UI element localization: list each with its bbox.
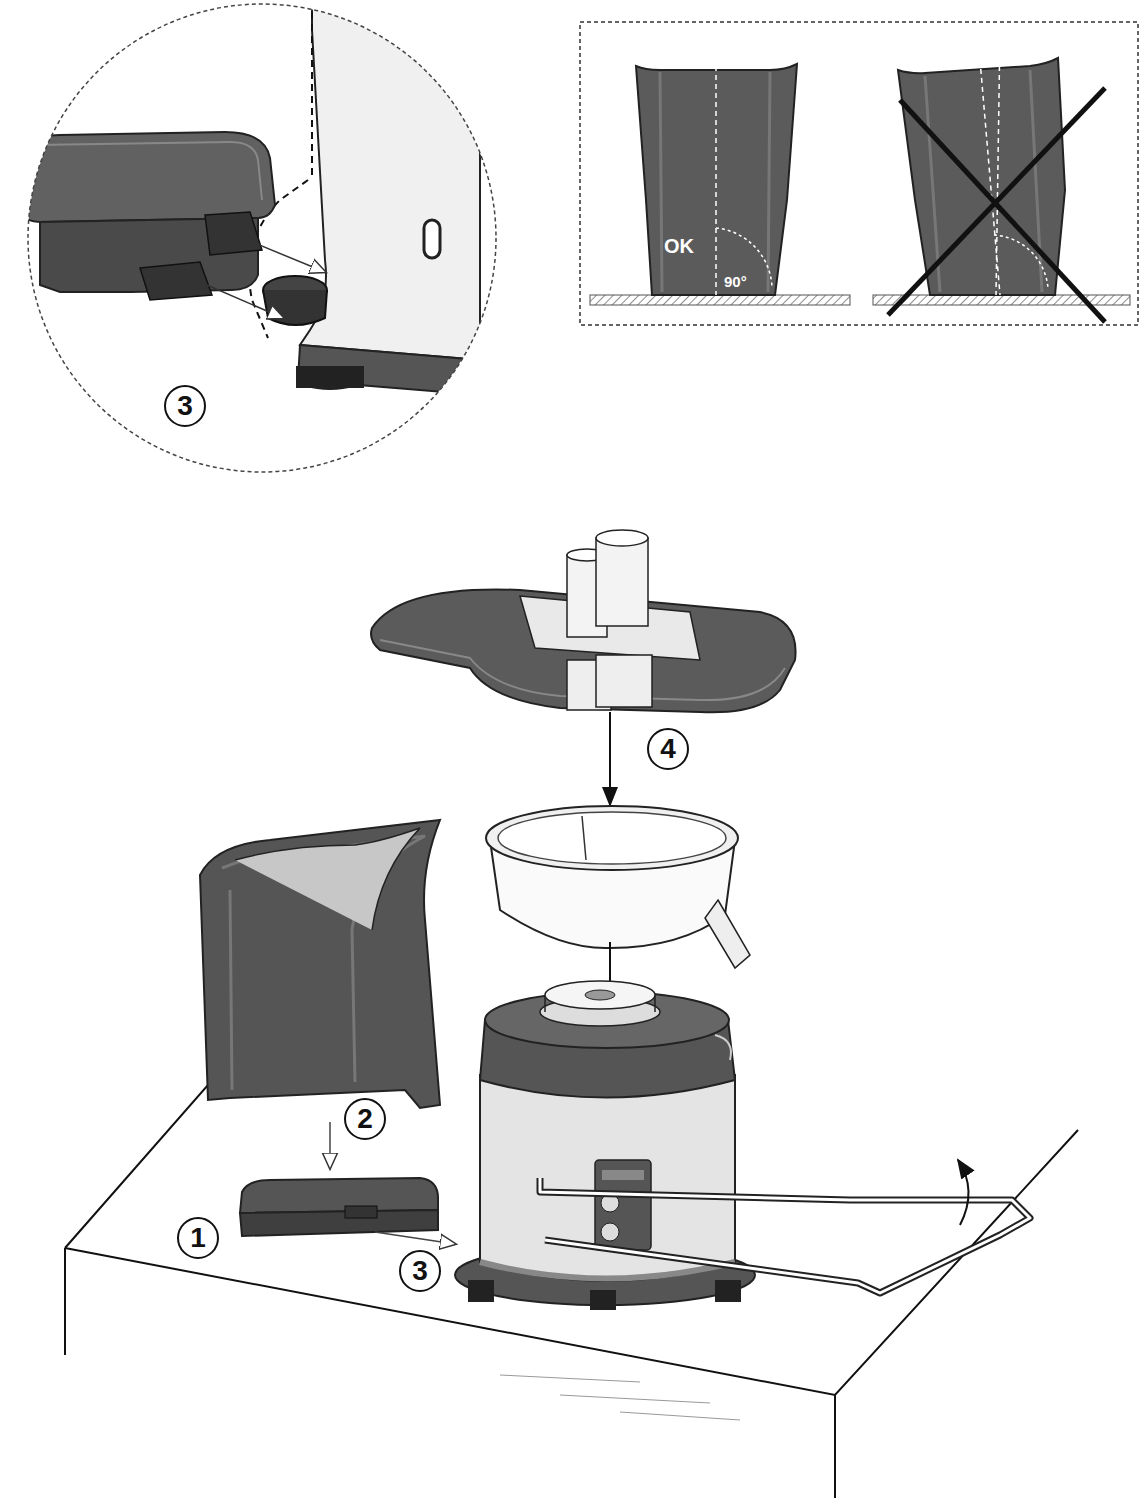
callout-number: 3 — [177, 392, 193, 420]
callout-circle: 3 — [399, 1250, 441, 1292]
callout-circle: 2 — [344, 1098, 386, 1140]
angle-label: 90° — [724, 274, 747, 289]
callout-number: 4 — [660, 735, 676, 763]
callout-number: 2 — [357, 1105, 373, 1133]
angle-label: OK — [664, 236, 694, 256]
callout-circle: 1 — [177, 1217, 219, 1259]
callout-circle: 4 — [647, 728, 689, 770]
callout-circle: 3 — [164, 385, 206, 427]
callout-number: 1 — [190, 1224, 206, 1252]
callout-number: 3 — [412, 1257, 428, 1285]
